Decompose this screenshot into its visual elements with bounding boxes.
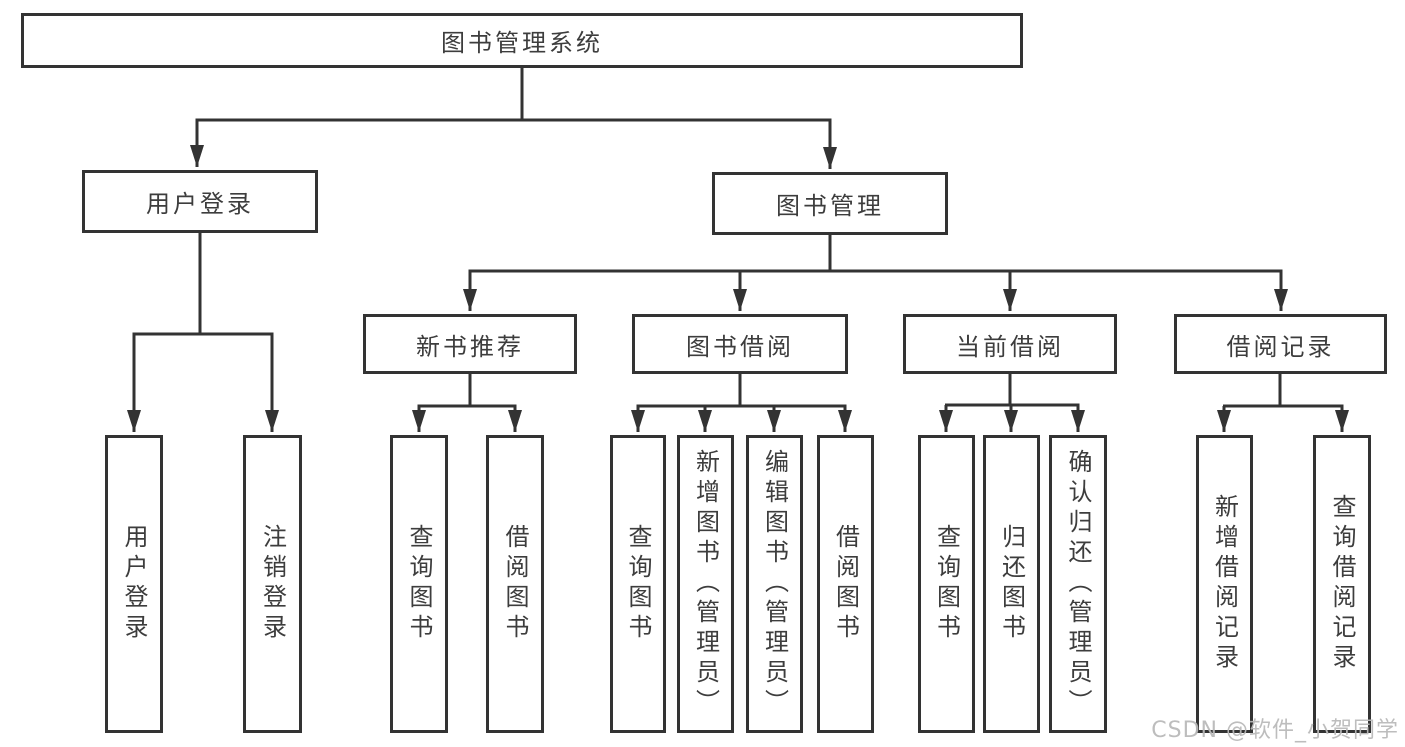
connector-new-book-recommend-branch bbox=[412, 374, 522, 432]
leaf-current-query-books: 查询图书 bbox=[918, 435, 975, 733]
node-user-login: 用户登录 bbox=[82, 170, 318, 233]
leaf-current-confirm-return-admin: 确认归还（管理员） bbox=[1049, 435, 1107, 733]
node-current-borrowing: 当前借阅 bbox=[903, 314, 1117, 374]
leaf-recommend-query-books: 查询图书 bbox=[390, 435, 448, 733]
node-book-borrowing: 图书借阅 bbox=[632, 314, 848, 374]
connector-book-management-branch bbox=[463, 235, 1288, 311]
leaf-user-login: 用户登录 bbox=[105, 435, 163, 733]
leaf-records-query-borrow-record: 查询借阅记录 bbox=[1313, 435, 1371, 733]
connector-current-borrowing-branch bbox=[939, 374, 1085, 432]
connector-root-to-level2 bbox=[190, 68, 837, 169]
leaf-current-return-books: 归还图书 bbox=[983, 435, 1040, 733]
connector-user-login-branch bbox=[127, 233, 279, 432]
leaf-borrowing-edit-books-admin: 编辑图书（管理员） bbox=[746, 435, 803, 733]
leaf-records-add-borrow-record: 新增借阅记录 bbox=[1196, 435, 1253, 733]
node-borrowing-records: 借阅记录 bbox=[1174, 314, 1387, 374]
leaf-recommend-borrow-books: 借阅图书 bbox=[486, 435, 544, 733]
connector-book-borrowing-branch bbox=[631, 374, 852, 432]
leaf-borrowing-add-books-admin: 新增图书（管理员） bbox=[677, 435, 734, 733]
node-book-management: 图书管理 bbox=[712, 172, 948, 235]
csdn-watermark: CSDN @软件_小贺同学 bbox=[1151, 718, 1399, 743]
node-root-library-management-system: 图书管理系统 bbox=[21, 13, 1023, 68]
leaf-borrowing-borrow-books: 借阅图书 bbox=[817, 435, 874, 733]
leaf-borrowing-query-books: 查询图书 bbox=[610, 435, 666, 733]
connector-borrowing-records-branch bbox=[1217, 374, 1349, 432]
leaf-logout: 注销登录 bbox=[243, 435, 302, 733]
node-new-book-recommend: 新书推荐 bbox=[363, 314, 577, 374]
